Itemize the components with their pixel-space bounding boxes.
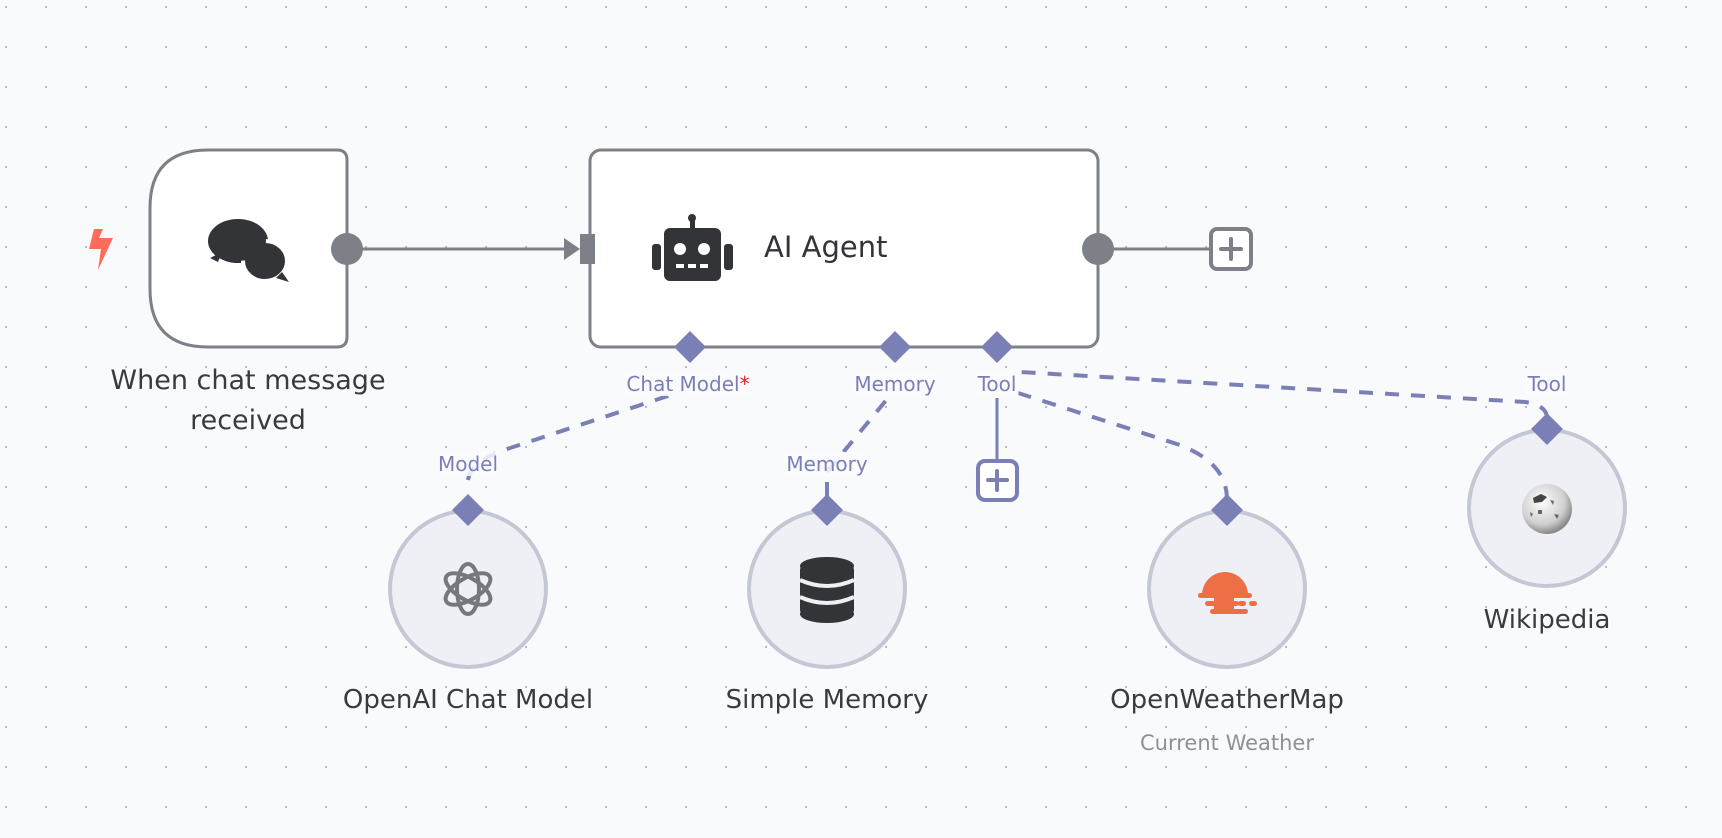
trigger-output-handle[interactable] xyxy=(331,233,363,265)
weather-output-handle[interactable] xyxy=(1211,494,1243,526)
chat-model-label-text: Chat Model xyxy=(626,372,740,396)
plus-icon xyxy=(986,469,1009,492)
connection-wikipedia-to-agent[interactable] xyxy=(1019,370,1549,419)
connection-arrow xyxy=(564,238,580,260)
memory-handle-label: Memory xyxy=(852,372,938,396)
openai-node-label: OpenAI Chat Model xyxy=(342,685,594,715)
openai-output-handle[interactable] xyxy=(452,494,484,526)
wikipedia-globe-icon xyxy=(1522,484,1572,534)
agent-memory-handle[interactable] xyxy=(879,331,911,363)
required-marker: * xyxy=(739,372,750,396)
agent-chat-model-handle[interactable] xyxy=(674,331,706,363)
connection-memory-to-agent[interactable] xyxy=(825,390,895,496)
robot-icon xyxy=(652,214,733,281)
trigger-node-label: When chat message received xyxy=(110,365,386,436)
add-tool-button[interactable] xyxy=(976,459,1019,502)
add-output-button[interactable] xyxy=(1209,227,1253,271)
lightning-bolt-icon xyxy=(89,229,113,270)
sunset-weather-icon xyxy=(1198,572,1257,614)
ai-agent-node[interactable] xyxy=(580,148,1114,363)
openai-handle-label: Model xyxy=(435,452,501,476)
wikipedia-node[interactable] xyxy=(1467,413,1627,588)
chat-bubbles-icon xyxy=(208,219,289,283)
connection-openai-to-agent[interactable] xyxy=(466,390,681,481)
agent-tool-handle[interactable] xyxy=(981,331,1013,363)
connection-weather-to-agent[interactable] xyxy=(1014,390,1229,501)
wikipedia-handle-label: Tool xyxy=(1525,372,1569,396)
openai-chat-model-node[interactable] xyxy=(388,494,548,669)
memory-node-handle-label: Memory xyxy=(784,452,870,476)
simple-memory-node[interactable] xyxy=(747,494,907,669)
memory-output-handle[interactable] xyxy=(811,494,843,526)
weather-node-label: OpenWeatherMap xyxy=(1110,685,1344,715)
agent-output-handle[interactable] xyxy=(1082,233,1114,265)
agent-input-handle[interactable] xyxy=(580,234,595,264)
weather-node-subtitle: Current Weather xyxy=(1140,731,1314,755)
openai-logo-icon xyxy=(443,562,493,616)
tool-handle-label: Tool xyxy=(975,372,1019,396)
memory-node-label: Simple Memory xyxy=(725,685,929,715)
wikipedia-output-handle[interactable] xyxy=(1531,413,1563,445)
wikipedia-node-label: Wikipedia xyxy=(1483,605,1611,635)
openweathermap-node[interactable] xyxy=(1147,494,1307,669)
database-icon xyxy=(799,557,855,623)
trigger-node[interactable] xyxy=(148,148,363,349)
chat-model-handle-label: Chat Model* xyxy=(624,372,752,396)
ai-agent-title: AI Agent xyxy=(764,230,888,264)
plus-icon xyxy=(1219,237,1243,261)
